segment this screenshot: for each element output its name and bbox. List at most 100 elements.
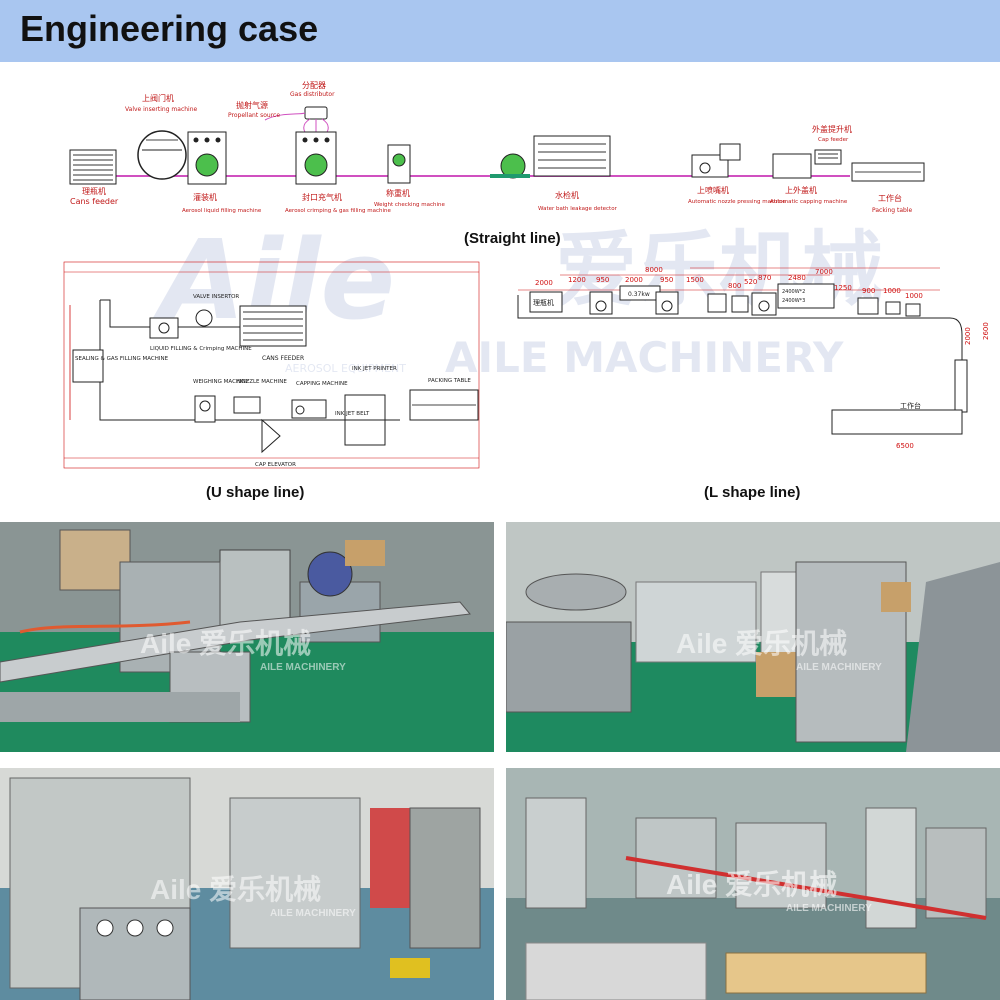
u-shape-line-diagram: SEALING & GAS FILLING MACHINE LIQUID FIL…: [63, 261, 480, 469]
u-capping-label: CAPPING MACHINE: [296, 381, 348, 387]
l-cans-feeder-label: 理瓶机: [533, 298, 554, 307]
dim-1200: 1200: [568, 276, 586, 284]
photo-3-watermark: Aile 爱乐机械 AILE MACHINERY: [150, 868, 356, 919]
dim-800: 800: [728, 282, 741, 290]
nozzle-pressing-machine: 上喷嘴机 Automatic nozzle pressing machine: [688, 143, 786, 205]
straight-line-diagram: 理瓶机 Cans feeder 上阀门机 Valve inserting mac…: [69, 81, 925, 214]
dim-7000: 7000: [815, 268, 833, 276]
l-packing-label: 工作台: [900, 401, 921, 410]
weight-label-en: Weight checking machine: [374, 202, 446, 208]
capping-label-cn: 上外盖机: [785, 185, 817, 195]
propellant-label-en: Propellant source: [228, 112, 280, 119]
valve-inserting-label-cn: 上阀门机: [142, 93, 174, 103]
packing-label-en: Packing table: [872, 207, 912, 214]
nozzle-label-cn: 上喷嘴机: [697, 185, 729, 195]
u-nozzle-label: NOZZLE MACHINE: [237, 379, 287, 385]
layout-diagrams: Aile 爱乐机械 AILE MACHINERY AEROSOL EQUIPME…: [63, 81, 990, 469]
caption-l-shape-line: (L shape line): [704, 484, 801, 501]
photo-filling-machines-blue-floor: Aile 爱乐机械 AILE MACHINERY: [0, 768, 494, 1000]
gas-distributor-label-cn: 分配器: [302, 81, 326, 90]
l-power-2: 2400W*2: [782, 289, 805, 295]
packing-label-cn: 工作台: [878, 193, 902, 203]
liquid-filling-machine: 灌装机 Aerosol liquid filling machine: [182, 131, 262, 214]
photo-4-watermark-cn: 爱乐机械: [725, 869, 838, 900]
photo-straight-line-workshop: Aile 爱乐机械 AILE MACHINERY: [0, 522, 494, 752]
crimping-gas-filling-machine: 封口充气机 Aerosol crimping & gas filling mac…: [285, 131, 392, 214]
watermark-sub: AEROSOL EQUIPMENT: [285, 362, 406, 375]
photo-2-watermark-en: AILE MACHINERY: [796, 662, 882, 673]
u-cans-feeder-label: CANS FEEDER: [262, 355, 304, 362]
weight-checking-machine: 称重机 Weight checking machine: [374, 144, 446, 208]
dim-6500: 6500: [896, 442, 914, 450]
photo-3-watermark-en: AILE MACHINERY: [270, 908, 356, 919]
photo-2-watermark-logo: Aile: [676, 628, 728, 659]
photo-4-scene: [506, 768, 1000, 1000]
valve-inserting-label-en: Valve inserting machine: [125, 106, 198, 113]
dim-1500: 1500: [686, 276, 704, 284]
photo-1-watermark-cn: 爱乐机械: [199, 628, 312, 659]
water-bath-detector: 水检机 Water bath leakage detector: [490, 135, 618, 212]
water-bath-label-cn: 水检机: [555, 190, 579, 200]
watermark-brand-en: AILE MACHINERY: [445, 333, 844, 382]
dim-2000: 2000: [535, 279, 553, 287]
photo-3-watermark-logo: Aile: [150, 874, 202, 905]
propellant-label-cn: 抛射气源: [236, 100, 268, 110]
weight-label-cn: 称重机: [386, 188, 410, 198]
dim-870: 870: [758, 274, 771, 282]
u-cap-elevator-label: CAP ELEVATOR: [255, 462, 296, 468]
u-liquid-filling-label: LIQUID FILLING & Crimping MACHINE: [150, 346, 252, 352]
water-bath-label-en: Water bath leakage detector: [538, 206, 618, 212]
dim-1000: 1000: [883, 287, 901, 295]
dim-950: 950: [596, 276, 609, 284]
l-power-3: 2400W*3: [782, 298, 805, 304]
capping-label-en: Automatic capping machine: [770, 199, 848, 205]
gas-distributor-label-en: Gas distributor: [290, 91, 335, 98]
dim-520: 520: [744, 278, 757, 286]
cans-feeder-label-cn: 理瓶机: [82, 186, 106, 196]
photo-4-watermark-logo: Aile: [666, 869, 718, 900]
dim-900: 900: [862, 287, 875, 295]
cans-feeder-label-en: Cans feeder: [70, 197, 119, 206]
dim-1250: 1250: [834, 284, 852, 292]
dim-1000b: 1000: [905, 292, 923, 300]
diagram-watermark: Aile 爱乐机械 AILE MACHINERY AEROSOL EQUIPME…: [152, 216, 883, 382]
dim-2000c: 2000: [964, 327, 972, 345]
photo-3-scene: [0, 768, 494, 1000]
photo-3-watermark-cn: 爱乐机械: [209, 874, 322, 905]
valve-inserting-machine: 上阀门机 Valve inserting machine: [125, 93, 198, 180]
photo-1-watermark-en: AILE MACHINERY: [260, 662, 346, 673]
nozzle-label-en: Automatic nozzle pressing machine: [688, 199, 786, 205]
dim-8000: 8000: [645, 266, 663, 274]
photo-4-watermark-en: AILE MACHINERY: [786, 903, 872, 914]
gas-distributor: 分配器 Gas distributor 抛射气源 Propellant sour…: [228, 81, 335, 133]
caption-straight-line: (Straight line): [464, 230, 561, 247]
caption-u-shape-line: (U shape line): [206, 484, 305, 501]
liquid-filling-label-en: Aerosol liquid filling machine: [182, 208, 262, 214]
cans-feeder-machine: 理瓶机 Cans feeder: [69, 149, 119, 206]
photo-line-with-bowl-feeder: Aile 爱乐机械 AILE MACHINERY: [506, 522, 1000, 752]
u-sealing-label: SEALING & GAS FILLING MACHINE: [75, 356, 169, 362]
u-ink-jet-belt-label: INK JET BELT: [335, 411, 370, 417]
u-packing-table-label: PACKING TABLE: [428, 378, 471, 384]
cap-feeder-label-en: Cap feeder: [818, 137, 849, 143]
photo-1-scene: [0, 522, 494, 752]
l-power-1: 0.37kw: [628, 291, 650, 298]
capping-machine: 外盖提升机 Cap feeder 上外盖机 Automatic capping …: [770, 124, 852, 205]
diagram-area: Aile 爱乐机械 AILE MACHINERY AEROSOL EQUIPME…: [0, 62, 1000, 520]
photo-2-watermark-cn: 爱乐机械: [735, 628, 848, 659]
crimping-label-en: Aerosol crimping & gas filling machine: [285, 208, 392, 214]
cap-feeder-label-cn: 外盖提升机: [812, 124, 852, 134]
header-banner: Engineering case: [0, 0, 1000, 62]
photo-2-scene: [506, 522, 1000, 752]
l-shape-line-diagram: 2000 1200 950 2000 950 1500 800 520 870 …: [517, 266, 990, 450]
photo-1-watermark-logo: Aile: [140, 628, 192, 659]
dim-950b: 950: [660, 276, 673, 284]
crimping-label-cn: 封口充气机: [302, 192, 342, 202]
dim-2600: 2600: [982, 322, 990, 340]
page-title: Engineering case: [20, 8, 319, 49]
u-weighing-label: WEIGHING MACHINE: [193, 379, 250, 385]
packing-table: 工作台 Packing table: [851, 162, 925, 214]
photo-1-watermark: Aile 爱乐机械 AILE MACHINERY: [140, 622, 346, 673]
liquid-filling-label-cn: 灌装机: [193, 192, 217, 202]
u-valve-inserter-label: VALVE INSERTOR: [193, 294, 239, 300]
